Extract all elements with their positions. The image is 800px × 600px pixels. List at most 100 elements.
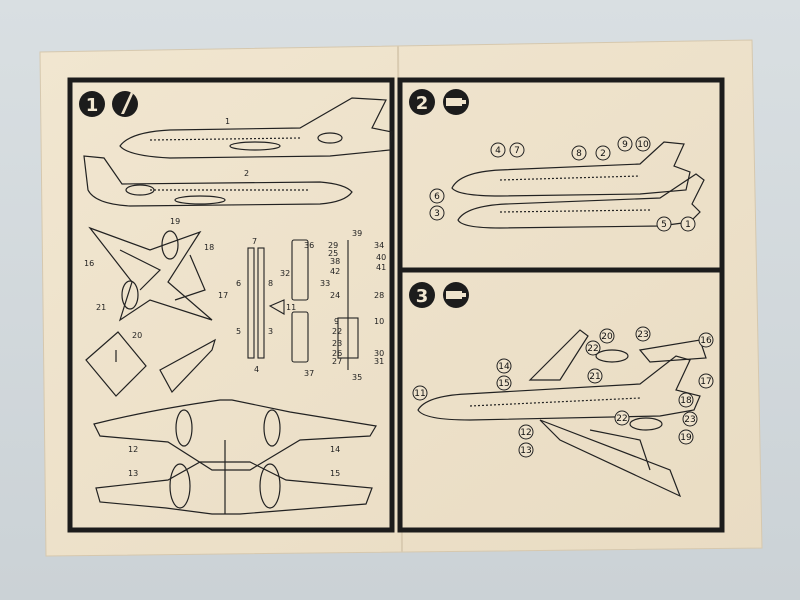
- part-label-13: 13: [128, 469, 138, 478]
- callout-7: 7: [509, 142, 525, 158]
- part-label-15: 15: [330, 469, 340, 478]
- callout-19: 19: [678, 429, 694, 445]
- callout-20: 20: [599, 328, 615, 344]
- callout-22b: 22: [614, 410, 630, 426]
- wing-lower: [95, 440, 373, 515]
- callout-9: 9: [617, 136, 633, 152]
- part-label-22: 22: [332, 327, 342, 336]
- part-label-6: 6: [236, 279, 241, 288]
- part-label-5: 5: [236, 327, 241, 336]
- svg-text:11: 11: [414, 389, 425, 399]
- svg-text:22: 22: [616, 414, 627, 424]
- part-label-25: 25: [328, 249, 338, 258]
- part-label-32a: 32: [280, 269, 290, 278]
- step-1-number: 1: [86, 95, 99, 116]
- part-label-10: 10: [374, 317, 384, 326]
- svg-text:6: 6: [434, 192, 440, 202]
- step-2-badge: 2: [409, 89, 469, 115]
- fuselage-half-2: [83, 155, 353, 207]
- step-2-callouts: 4 7 8 2 9 10 6 3 5 1: [429, 136, 696, 232]
- part-label-29: 29: [328, 241, 338, 250]
- part-label-36: 36: [304, 241, 314, 250]
- callout-21: 21: [587, 368, 603, 384]
- callout-8: 8: [571, 145, 587, 161]
- svg-text:22: 22: [587, 344, 598, 354]
- part-label-19: 19: [170, 217, 180, 226]
- part-label-40: 40: [376, 253, 386, 262]
- final-assembly: [417, 329, 707, 498]
- callout-10: 10: [635, 136, 651, 152]
- callout-4: 4: [490, 142, 506, 158]
- step-3-panel: [397, 267, 725, 533]
- part-label-37: 37: [304, 369, 314, 378]
- svg-text:21: 21: [589, 372, 600, 382]
- svg-text:15: 15: [498, 379, 509, 389]
- part-label-35: 35: [352, 373, 362, 382]
- svg-text:23: 23: [684, 415, 695, 425]
- callout-3: 3: [429, 205, 445, 221]
- callout-16: 16: [698, 332, 714, 348]
- callout-11: 11: [412, 385, 428, 401]
- step-3-badge: 3: [409, 282, 469, 308]
- part-label-4: 4: [254, 365, 259, 374]
- svg-text:19: 19: [680, 433, 692, 443]
- part-label-39: 39: [352, 229, 362, 238]
- part-label-31: 31: [374, 357, 384, 366]
- svg-text:20: 20: [601, 332, 613, 342]
- part-label-23: 23: [332, 339, 342, 348]
- step-1-badge: 1: [79, 91, 138, 117]
- knife-icon: [112, 91, 138, 117]
- part-label-14: 14: [330, 445, 340, 454]
- callout-12: 12: [518, 424, 534, 440]
- callout-5: 5: [656, 216, 672, 232]
- svg-text:4: 4: [495, 146, 501, 156]
- glue-tube-icon: [443, 282, 469, 308]
- callout-13: 13: [518, 442, 534, 458]
- svg-text:10: 10: [637, 140, 649, 150]
- part-label-30: 30: [374, 349, 384, 358]
- part-label-2: 2: [244, 169, 249, 178]
- part-label-38: 38: [330, 257, 340, 266]
- callout-14: 14: [496, 358, 512, 374]
- svg-text:13: 13: [520, 446, 531, 456]
- part-label-8: 8: [268, 279, 273, 288]
- callout-1: 1: [680, 216, 696, 232]
- svg-text:2: 2: [600, 149, 606, 159]
- fuselage-half-1: [119, 97, 393, 159]
- callout-17: 17: [698, 373, 714, 389]
- part-label-17: 17: [218, 291, 228, 300]
- step-1-panel: [67, 77, 395, 533]
- part-label-26: 26: [332, 349, 342, 358]
- step-2-number: 2: [416, 93, 429, 114]
- svg-text:8: 8: [576, 149, 582, 159]
- part-label-9: 9: [334, 317, 339, 326]
- glue-tube-icon: [443, 89, 469, 115]
- svg-text:9: 9: [622, 140, 628, 150]
- callout-22a: 22: [585, 340, 601, 356]
- callout-18: 18: [678, 392, 694, 408]
- part-label-16: 16: [84, 259, 94, 268]
- svg-text:17: 17: [700, 377, 711, 387]
- step-3-callouts: 20 23 16 14 22 15 21 17 11 18 12 22 23 1…: [412, 326, 714, 458]
- stand-parts: [85, 331, 216, 397]
- callout-2: 2: [595, 145, 611, 161]
- callout-6: 6: [429, 188, 445, 204]
- part-label-18: 18: [204, 243, 214, 252]
- part-label-28: 28: [374, 291, 384, 300]
- svg-text:12: 12: [520, 428, 531, 438]
- step-3-number: 3: [416, 286, 429, 307]
- callout-23b: 23: [682, 411, 698, 427]
- part-label-21: 21: [96, 303, 106, 312]
- part-label-7: 7: [252, 237, 257, 246]
- svg-text:16: 16: [700, 336, 712, 346]
- part-label-24: 24: [330, 291, 340, 300]
- part-label-27: 27: [332, 357, 342, 366]
- part-label-33a: 33: [320, 279, 330, 288]
- callout-23: 23: [635, 326, 651, 342]
- stabilizer-parts: [88, 226, 213, 322]
- sprue-parts: [247, 239, 359, 370]
- svg-text:7: 7: [514, 146, 520, 156]
- wing-upper: [93, 399, 377, 471]
